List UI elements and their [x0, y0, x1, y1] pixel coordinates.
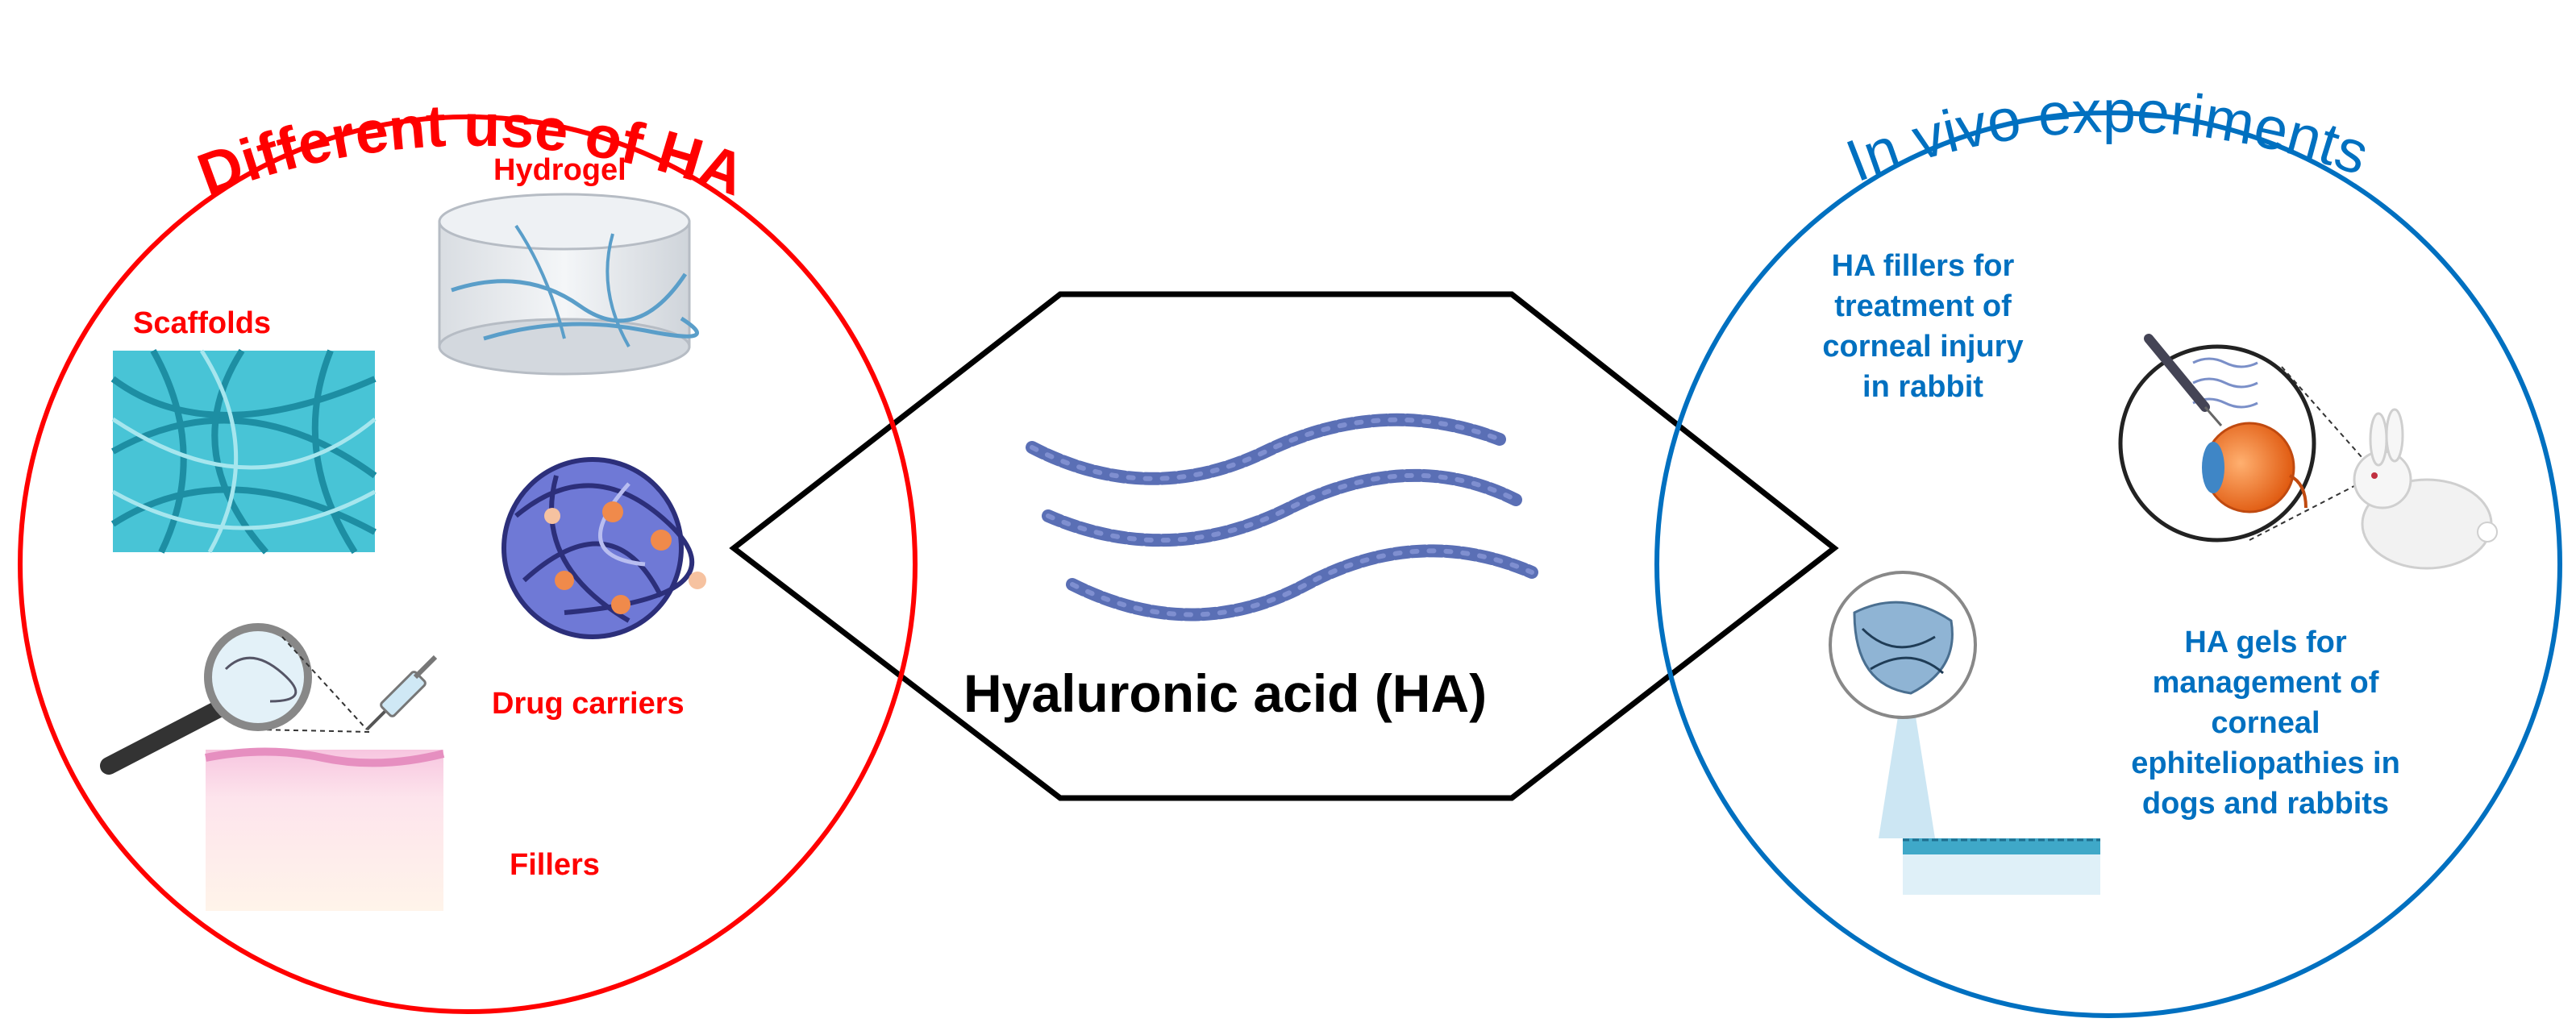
left-panel-title: Different use of HA [189, 92, 755, 209]
right-panel-title: In vivo experiments [1837, 78, 2378, 195]
right-circle [1654, 110, 2562, 1018]
rabbit-icon [2353, 408, 2498, 570]
label-scaffolds: Scaffolds [133, 306, 272, 340]
center-hexagon [729, 291, 1839, 801]
syringe-icon [365, 655, 438, 731]
label-hydrogel: Hydrogel [493, 153, 626, 187]
drug-carrier-sphere-icon [501, 457, 706, 639]
label-fillers: Fillers [510, 848, 600, 882]
label-ha-fillers: HA fillers for treatment of corneal inju… [1822, 249, 2024, 404]
scaffold-mesh-icon [110, 348, 377, 555]
label-drug-carriers: Drug carriers [492, 687, 685, 721]
left-circle [18, 114, 918, 1014]
gel-cornea-icon [1829, 571, 2100, 895]
filler-skin-icon [205, 729, 445, 911]
eye-injection-icon [2118, 334, 2375, 543]
ha-molecule-chains-icon [1026, 413, 1538, 622]
hydrogel-cylinder-icon [438, 193, 699, 376]
label-ha-gels: HA gels for management of corneal ephite… [2131, 626, 2400, 821]
magnifier-icon [100, 623, 368, 775]
center-title: Hyaluronic acid (HA) [963, 663, 1488, 723]
